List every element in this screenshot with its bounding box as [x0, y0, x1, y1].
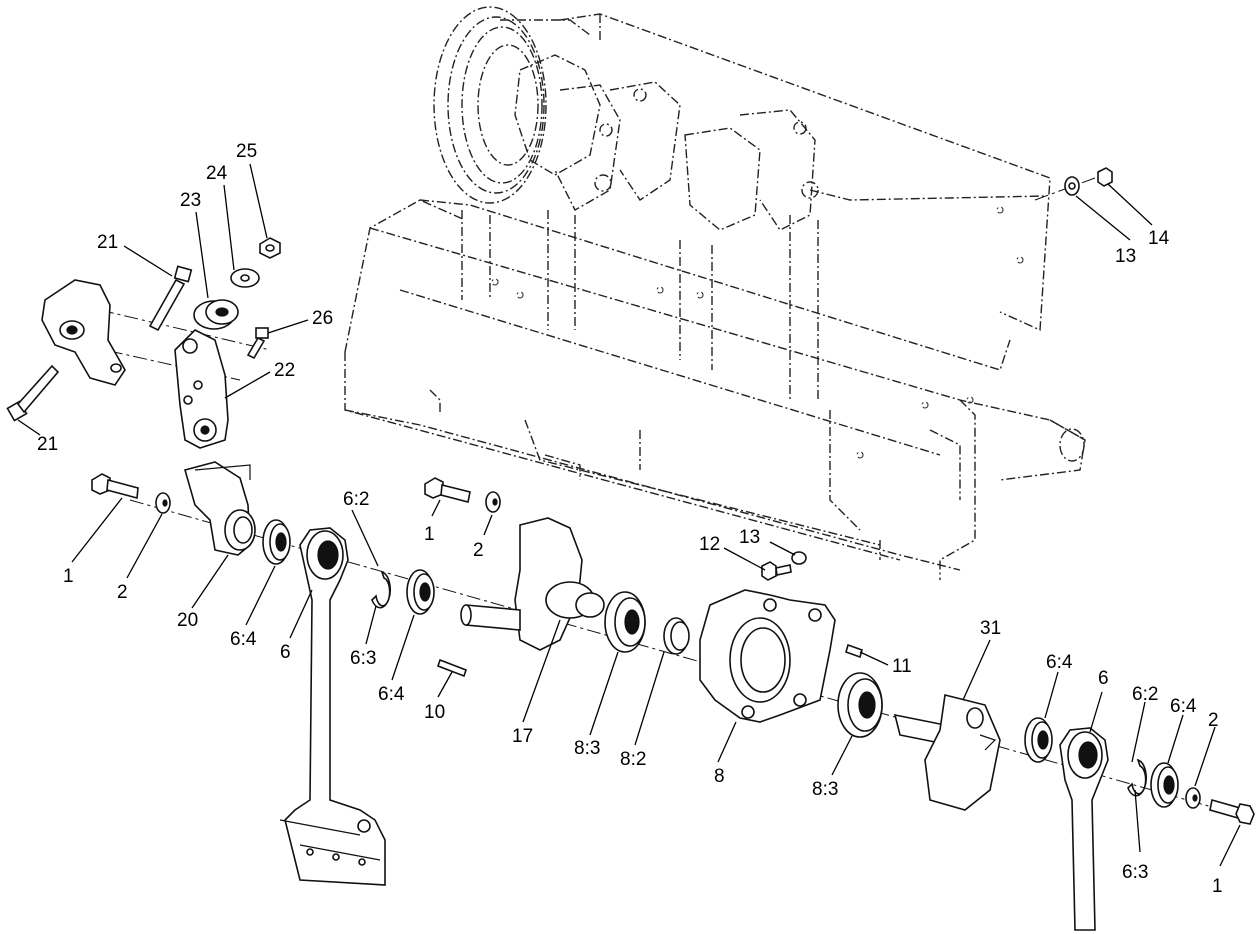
circlip-6-2-b [1127, 758, 1148, 797]
washer-13-top [1064, 176, 1080, 196]
callout-23: 23 [180, 190, 201, 211]
callout-22: 22 [274, 360, 295, 381]
callout-13-center: 13 [739, 527, 760, 548]
bolt-1-right [1209, 798, 1255, 825]
crank-arm-17 [460, 517, 605, 651]
washer-24 [230, 268, 260, 288]
callout-26: 26 [312, 308, 333, 329]
bearing-housing-8 [699, 589, 836, 723]
callout-1-center: 1 [424, 524, 435, 545]
bearing-8-3-a [604, 591, 646, 653]
callout-31: 31 [980, 618, 1001, 639]
bolt-21-lower [6, 364, 60, 422]
callouts: 1 2 20 6:4 6 6:2 6:3 6:4 1 2 10 17 8:3 8… [37, 141, 1223, 897]
washer-13-center [791, 551, 807, 565]
bearing-6-4-c [1024, 717, 1053, 763]
callout-6-right: 6 [1098, 668, 1109, 689]
callout-6-4-d: 6:4 [1170, 696, 1197, 717]
callout-14: 14 [1148, 228, 1170, 249]
callout-6-4-b: 6:4 [378, 684, 405, 705]
key-10 [436, 658, 468, 678]
callout-17: 17 [512, 726, 533, 747]
callout-24: 24 [206, 163, 228, 184]
bolt-1-left [91, 473, 139, 500]
pivot-bracket [41, 279, 126, 386]
bearing-6-4-d [1150, 762, 1179, 808]
callout-25: 25 [236, 141, 257, 162]
leader-lines [17, 163, 1241, 867]
callout-21-lower: 21 [37, 434, 58, 455]
nut-14 [1097, 167, 1113, 187]
bolt-1-center [424, 477, 471, 503]
callout-6-3-b: 6:3 [1122, 862, 1148, 883]
callout-2-center: 2 [473, 540, 484, 561]
callout-6-2-a: 6:2 [343, 489, 369, 510]
nut-25 [259, 237, 281, 259]
callout-8-3-b: 8:3 [812, 779, 838, 800]
callout-6-3-a: 6:3 [350, 648, 376, 669]
callout-8-3-a: 8:3 [574, 738, 600, 759]
callout-2-right: 2 [1208, 710, 1219, 731]
callout-2-left: 2 [117, 582, 128, 603]
assembly-axis [129, 499, 1241, 816]
callout-8: 8 [714, 766, 725, 787]
callout-6-4-c: 6:4 [1046, 652, 1073, 673]
callout-13-top: 13 [1115, 246, 1136, 267]
bolt-21-upper [148, 265, 193, 332]
callout-8-2: 8:2 [620, 749, 646, 770]
pin-11 [845, 643, 863, 659]
washer-2-right [1185, 787, 1201, 809]
callout-6-4-a: 6:4 [230, 629, 257, 650]
callout-1-left: 1 [63, 566, 74, 587]
washer-2-left [155, 492, 171, 514]
bushing-23 [193, 299, 239, 330]
callout-10: 10 [424, 702, 445, 723]
callout-20: 20 [177, 610, 198, 631]
connecting-rod-6-left [279, 527, 386, 886]
bearing-6-4-a [262, 519, 291, 565]
bolt-26 [246, 327, 269, 360]
bearing-8-3-b [837, 672, 883, 738]
crank-31 [893, 694, 1001, 811]
spacer-8-2 [663, 617, 690, 655]
circlip-6-2-a [371, 570, 392, 609]
frame-ghost [344, 6, 1086, 580]
housing-20 [184, 461, 256, 556]
callout-11: 11 [892, 656, 912, 677]
link-arm-22 [174, 329, 229, 449]
connecting-rod-6-right [1059, 727, 1109, 931]
bearing-6-4-b [406, 569, 435, 615]
callout-12: 12 [699, 534, 720, 555]
callout-21-upper: 21 [97, 232, 118, 253]
callout-6-2-b: 6:2 [1132, 684, 1158, 705]
callout-6-left: 6 [280, 642, 291, 663]
washer-2-center [485, 491, 501, 513]
callout-1-right: 1 [1212, 876, 1223, 897]
bolt-12 [761, 561, 792, 581]
